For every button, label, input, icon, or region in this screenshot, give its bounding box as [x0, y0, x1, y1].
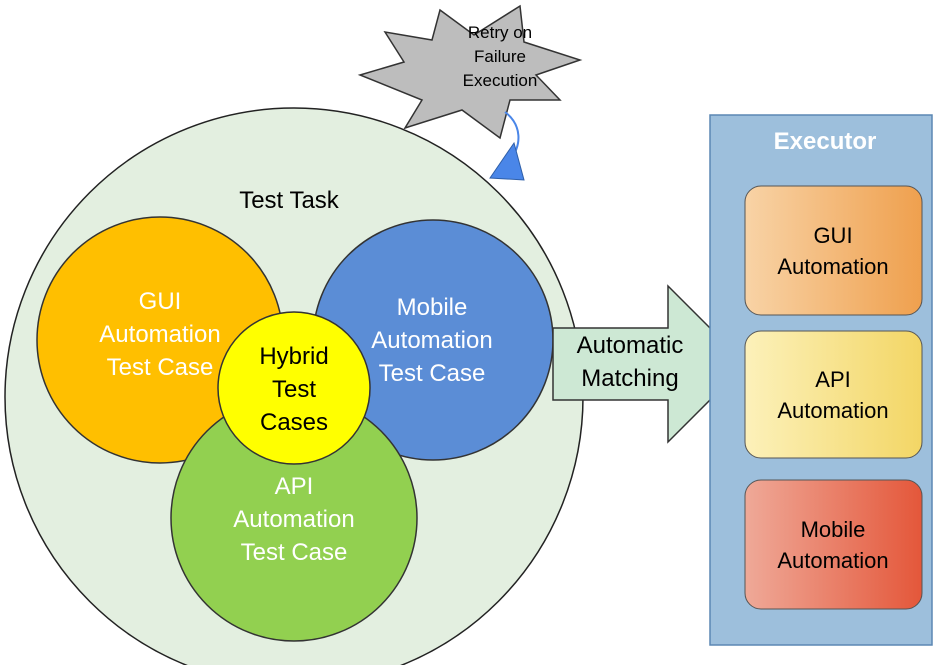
svg-text:Cases: Cases	[260, 409, 328, 436]
svg-text:Test Case: Test Case	[107, 354, 214, 381]
hybrid-test-cases-label: Hybrid Test Cases	[259, 343, 328, 436]
hybrid-test-cases-circle	[217, 311, 371, 465]
executor-item-gui	[744, 185, 923, 316]
svg-text:API: API	[275, 473, 314, 500]
svg-text:API: API	[815, 367, 850, 392]
svg-text:Automation: Automation	[99, 321, 220, 348]
retry-star-shape	[357, 4, 583, 140]
svg-text:Test Case: Test Case	[379, 360, 486, 387]
executor-item-api-label: API Automation	[777, 367, 888, 423]
svg-text:GUI: GUI	[139, 288, 182, 315]
svg-text:Automation: Automation	[371, 327, 492, 354]
svg-text:Failure: Failure	[474, 47, 526, 66]
svg-text:Automation: Automation	[233, 506, 354, 533]
executor-item-gui-label: GUI Automation	[777, 223, 888, 279]
executor-item-mobile-label: Mobile Automation	[777, 517, 888, 573]
svg-text:Hybrid: Hybrid	[259, 343, 328, 370]
svg-text:Retry on: Retry on	[468, 23, 532, 42]
retry-arrow-head	[489, 141, 525, 181]
test-task-title: Test Task	[239, 187, 340, 214]
svg-text:Automation: Automation	[777, 548, 888, 573]
svg-text:Test: Test	[272, 376, 316, 403]
svg-text:Test Case: Test Case	[241, 539, 348, 566]
svg-text:GUI: GUI	[813, 223, 852, 248]
svg-text:Automation: Automation	[777, 254, 888, 279]
automatic-matching-label: Automatic Matching	[577, 332, 684, 392]
svg-text:Execution: Execution	[463, 71, 538, 90]
gui-test-case-label: GUI Automation Test Case	[99, 288, 220, 381]
svg-text:Mobile: Mobile	[397, 294, 468, 321]
mobile-test-case-label: Mobile Automation Test Case	[371, 294, 492, 387]
retry-label: Retry on Failure Execution	[463, 23, 538, 90]
executor-item-mobile	[744, 479, 923, 610]
svg-text:Automatic: Automatic	[577, 332, 684, 359]
svg-text:Automation: Automation	[777, 398, 888, 423]
executor-title: Executor	[774, 128, 877, 155]
svg-text:Matching: Matching	[581, 365, 678, 392]
executor-item-api	[744, 330, 923, 459]
automatic-matching-arrow	[552, 284, 748, 444]
api-test-case-label: API Automation Test Case	[233, 473, 354, 566]
svg-text:Mobile: Mobile	[801, 517, 866, 542]
